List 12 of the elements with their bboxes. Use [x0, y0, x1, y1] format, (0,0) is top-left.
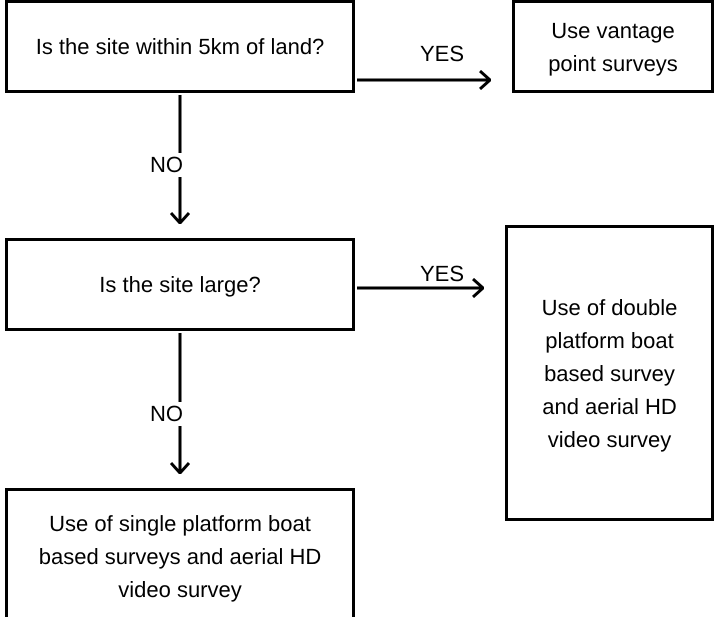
arrow [357, 278, 484, 298]
node-text: Use vantage point surveys [547, 16, 679, 78]
node-text: Use of double platform boat based survey and aerial HD video survey [540, 294, 678, 454]
process-box [5, 488, 355, 617]
decision-box [5, 0, 355, 93]
decision-box [5, 238, 355, 331]
node-text: Is the site within 5km of land? [36, 33, 324, 61]
node-text: Use of single platform boat based surveys and aerial HD video survey [38, 510, 322, 604]
process-box [505, 225, 714, 521]
arrow [357, 70, 492, 90]
process-box [512, 0, 714, 93]
node-text: Is the site large? [99, 271, 261, 299]
